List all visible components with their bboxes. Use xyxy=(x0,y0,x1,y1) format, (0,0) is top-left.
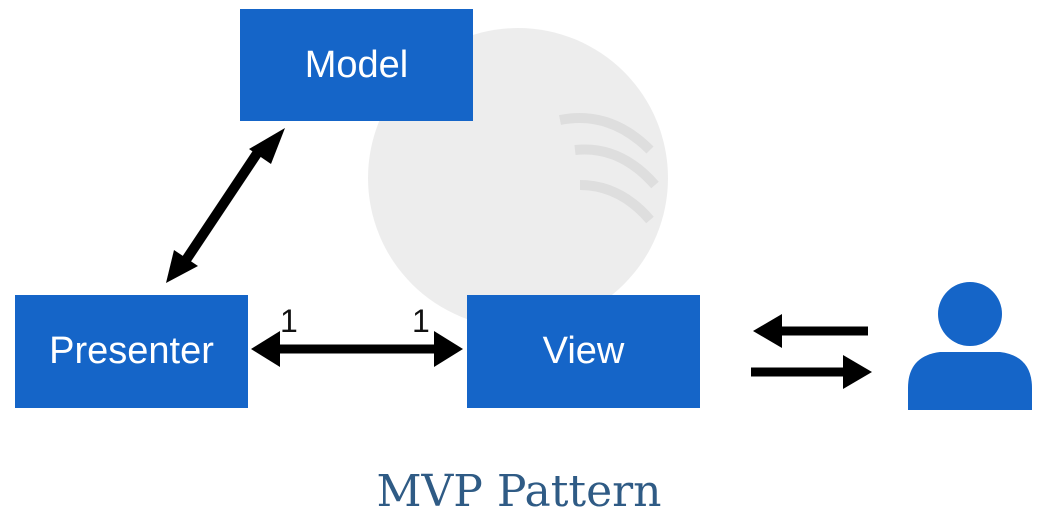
view-user-arrows xyxy=(751,314,872,389)
presenter-label: Presenter xyxy=(49,330,214,372)
diagram-title: MVP Pattern xyxy=(376,466,662,517)
model-presenter-arrow xyxy=(166,128,285,283)
view-label: View xyxy=(542,330,625,372)
user-icon xyxy=(908,282,1032,410)
presenter-view-arrow xyxy=(251,331,463,367)
model-label: Model xyxy=(304,43,409,86)
model-box: Model xyxy=(240,9,473,121)
view-box: View xyxy=(467,295,700,408)
presenter-box: Presenter xyxy=(15,295,248,408)
view-multiplicity: 1 xyxy=(412,303,430,339)
presenter-multiplicity: 1 xyxy=(280,303,298,339)
